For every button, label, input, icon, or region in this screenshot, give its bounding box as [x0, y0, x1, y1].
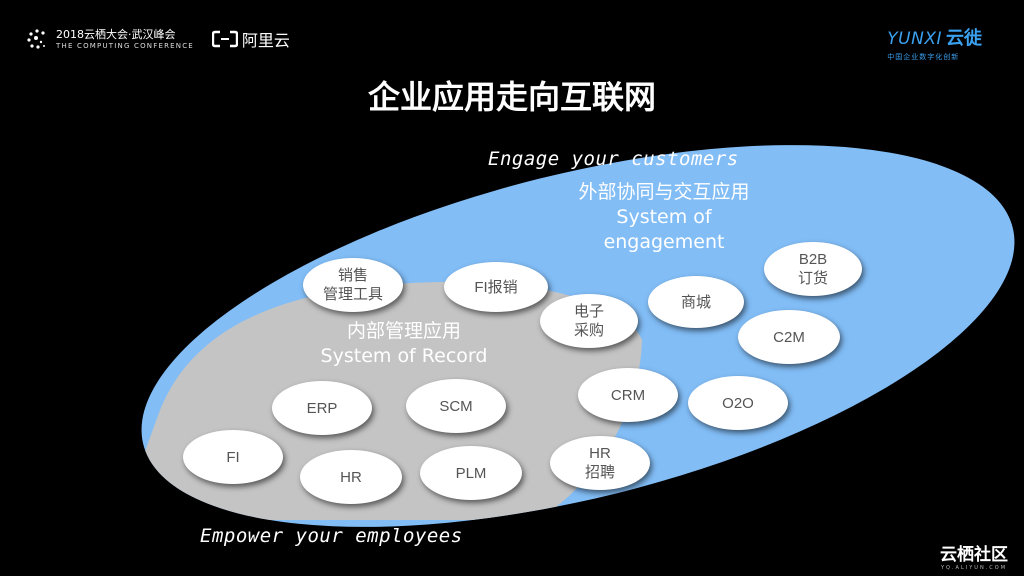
yunxi-logo: YUNXI 云徙 中国企业数字化创新 — [887, 24, 982, 62]
engagement-label: 外部协同与交互应用 System of engagement — [556, 180, 772, 255]
engagement-label-cn: 外部协同与交互应用 — [578, 181, 750, 203]
engagement-label-line3: engagement — [603, 231, 725, 253]
bubble-c2m: C2M — [738, 310, 840, 364]
aliyun-logo: 阿里云 — [211, 27, 290, 51]
record-label: 内部管理应用 System of Record — [306, 319, 502, 369]
bubble-erp: ERP — [272, 381, 372, 435]
yunxi-cn-text: 云徙 — [946, 28, 982, 49]
yunxi-slogan: 中国企业数字化创新 — [887, 53, 960, 61]
bubble-hr: HR — [300, 450, 402, 504]
record-label-cn: 内部管理应用 — [346, 320, 461, 342]
bubble-e-procurement: 电子 采购 — [540, 294, 638, 348]
bubble-hr-recruiting: HR 招聘 — [550, 436, 650, 490]
bubble-crm: CRM — [578, 368, 678, 422]
corner-brand-cn: 云栖社区 — [940, 545, 1008, 565]
bubble-fi-expense: FI报销 — [444, 262, 548, 312]
empower-caption: Empower your employees — [200, 525, 463, 547]
aliyun-bracket-icon — [211, 30, 238, 48]
bubble-fi: FI — [183, 430, 283, 484]
bubble-sales-tools: 销售 管理工具 — [303, 258, 403, 312]
corner-brand-en: YQ.ALIYUN.COM — [940, 565, 1008, 571]
record-label-en: System of Record — [320, 345, 488, 367]
engage-caption: Engage your customers — [488, 148, 739, 170]
engagement-label-line2: System of — [616, 206, 712, 228]
yunxi-latin-text: YUNXI — [887, 29, 942, 49]
bubble-scm: SCM — [406, 379, 506, 433]
bubble-plm: PLM — [420, 446, 522, 500]
yunqi-community-logo: 云栖社区 YQ.ALIYUN.COM — [940, 540, 1008, 571]
bubble-b2b-ordering: B2B 订货 — [764, 242, 862, 296]
aliyun-text: 阿里云 — [241, 31, 290, 50]
conference-header: 2018云栖大会·武汉峰会 THE COMPUTING CONFERENCE 阿… — [26, 24, 290, 54]
conference-subtitle: THE COMPUTING CONFERENCE — [56, 41, 194, 50]
bubble-o2o: O2O — [688, 376, 788, 430]
conference-logo-icon — [26, 28, 48, 50]
slide-title: 企业应用走向互联网 — [367, 78, 656, 116]
bubble-mall: 商城 — [648, 276, 744, 328]
conference-title: 2018云栖大会·武汉峰会 — [56, 27, 176, 41]
